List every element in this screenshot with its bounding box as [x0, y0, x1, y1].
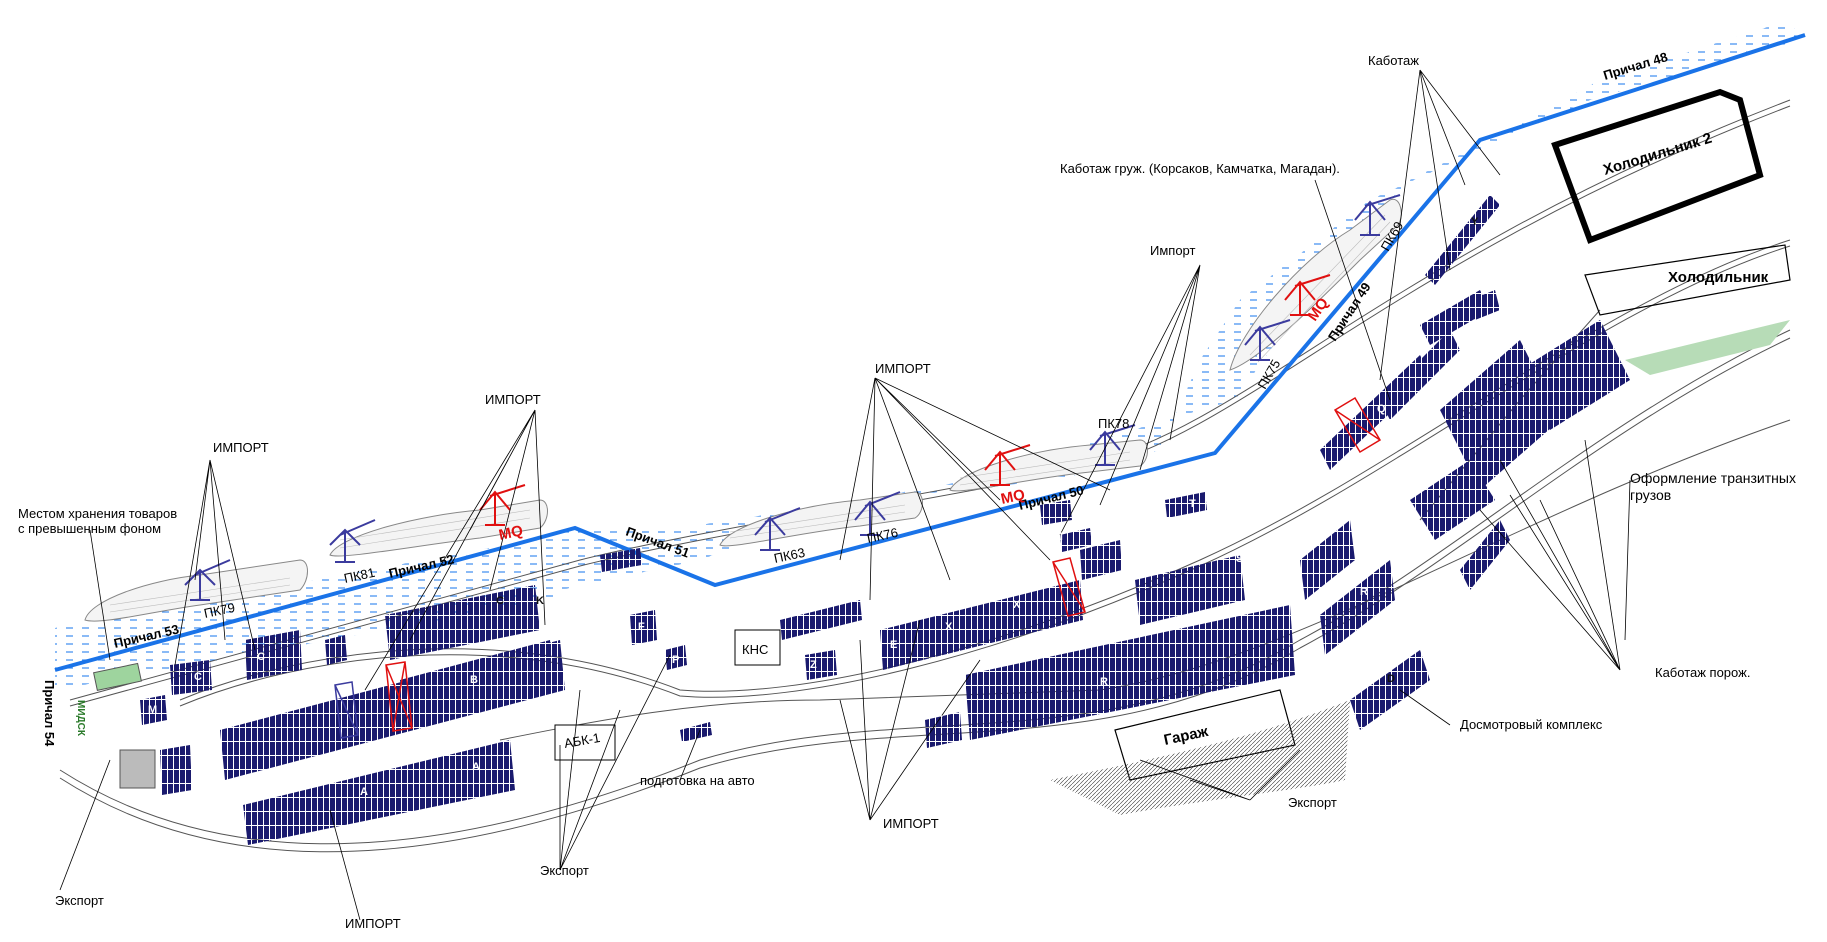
mq-label-1: MQ [497, 522, 524, 544]
green-area [93, 662, 142, 691]
callout-labels: Местом хранения товаров с превышенным фо… [18, 53, 1796, 931]
fridge-label: Холодильник [1668, 269, 1769, 286]
fridge2-building [1551, 88, 1764, 244]
zone-d-label: D [1387, 673, 1395, 685]
import-label-4: Импорт [1150, 243, 1195, 258]
fridge2-label: Холодильник 2 [1601, 130, 1714, 179]
zone-m-label: M [148, 704, 157, 716]
zone-x-label-1: X [945, 621, 953, 633]
export-label-1: Экспорт [55, 893, 104, 908]
garage-label: Гараж [1162, 723, 1210, 749]
zone-r-label-2: R [1100, 676, 1108, 688]
import-label-6: ИМПОРТ [345, 916, 401, 931]
zone-a-label-2: A [472, 761, 480, 773]
import-label-5: ИМПОРТ [883, 816, 939, 831]
grey-building [119, 749, 156, 789]
zone-r-label-1: R [935, 708, 943, 720]
export-label-2: Экспорт [540, 863, 589, 878]
crane-pk63-label: ПК63 [773, 545, 807, 566]
zone-t-label-3: T [1189, 498, 1196, 510]
crane-pk81-label: ПК81 [343, 565, 377, 586]
callout-lines [59, 69, 1631, 921]
fridge-building [1584, 244, 1791, 316]
zone-z-label: Z [810, 659, 817, 671]
zone-c-label-3: C [496, 595, 504, 607]
zone-k-label: K [536, 595, 544, 607]
mq-label-2: MQ [999, 486, 1026, 508]
prep-auto-label: подготовка на авто [640, 773, 755, 788]
ramp-south [1050, 700, 1350, 815]
transit-label-1: Оформление транзитных [1630, 470, 1796, 486]
zone-e-label: E [890, 639, 897, 651]
zone-markers: A A B C C C M K F P Z E X X X L R R R Q … [148, 216, 1479, 798]
zone-y-label-1: Y [1471, 216, 1479, 228]
zone-y-label-2: Y [1463, 324, 1471, 336]
container-stacks [140, 195, 1630, 845]
zone-r-label-3: R [1360, 586, 1368, 598]
abk-building [554, 724, 616, 761]
green-area-east [1625, 320, 1790, 375]
zone-x-label-3: X [1150, 566, 1158, 578]
zone-x-label-2: X [1013, 599, 1021, 611]
quay-line [54, 33, 1806, 672]
zone-c-label-2: C [257, 651, 265, 663]
export-label-3: Экспорт [1288, 795, 1337, 810]
import-label-3: ИМПОРТ [875, 361, 931, 376]
zone-l-label: L [923, 569, 930, 581]
storage-excess-label-1: Местом хранения товаров [18, 506, 177, 521]
inspection-label: Досмотровый комплекс [1460, 717, 1603, 732]
crane-pk78-label: ПК78 [1098, 416, 1129, 431]
cabotage-cargo-label: Каботаж груж. (Корсаков, Камчатка, Магад… [1060, 161, 1340, 176]
import-label-1: ИМПОРТ [213, 440, 269, 455]
zone-f-label: F [638, 621, 645, 633]
zone-p-label: P [672, 654, 679, 666]
storage-excess-label-2: с превышенным фоном [18, 521, 161, 536]
cranes [184, 194, 1401, 601]
zone-l-label-2: L [992, 548, 999, 560]
zone-t-label-2: T [1119, 514, 1126, 526]
kns-building [734, 629, 781, 666]
transit-label-2: грузов [1630, 487, 1671, 503]
zone-c-label-1: C [194, 671, 202, 683]
kns-label: КНС [742, 642, 768, 657]
crane-pk76-label: ПК76 [866, 525, 900, 546]
berth-54-label: Причал 54 [42, 680, 57, 747]
import-label-2: ИМПОРТ [485, 392, 541, 407]
zone-q-label: Q [1377, 403, 1386, 415]
zone-s-label: S [1236, 553, 1243, 565]
zone-t-label-1: T [1058, 531, 1065, 543]
crane-labels: ПК79 ПК81 ПК63 ПК76 ПК78 ПК75 ПК69 [203, 219, 1407, 621]
cabotage-label: Каботаж [1368, 53, 1419, 68]
zone-b-label: B [470, 674, 478, 686]
hatched-markers [334, 396, 1382, 739]
migsk-label: МИДСК [75, 700, 86, 737]
zone-a-label-1: A [360, 786, 368, 798]
abk-label: АБК-1 [563, 730, 601, 751]
crane-pk79-label: ПК79 [203, 600, 237, 621]
cabotage-empty-label: Каботаж порож. [1655, 665, 1750, 680]
